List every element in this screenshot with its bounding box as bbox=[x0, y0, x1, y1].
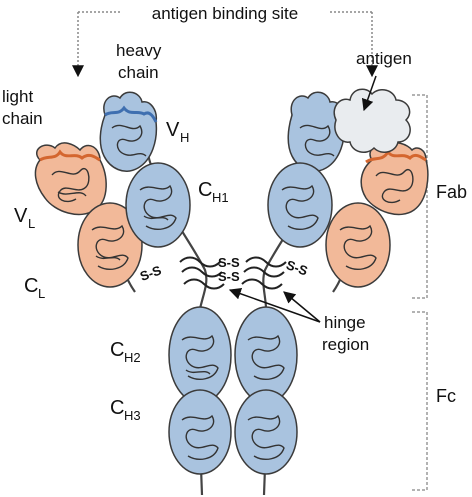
disulfide-top: S-S bbox=[218, 255, 240, 270]
ch1-label: C H1 bbox=[198, 179, 229, 205]
right-vh-domain bbox=[287, 91, 346, 172]
ch3-label-sub: H3 bbox=[124, 408, 141, 423]
ch3-label-main: C bbox=[110, 397, 124, 419]
antigen-label: antigen bbox=[356, 49, 412, 68]
antigen-binding-site-label: antigen binding site bbox=[152, 4, 299, 23]
disulfide-right-light: S-S bbox=[284, 257, 310, 279]
hinge-label-line2: region bbox=[322, 335, 369, 354]
ch1-label-sub: H1 bbox=[212, 190, 229, 205]
left-vl-domain bbox=[34, 142, 107, 216]
right-vl-domain bbox=[360, 142, 429, 216]
ch2-label-main: C bbox=[110, 339, 124, 361]
right-ch3-domain bbox=[234, 389, 298, 475]
right-cl-domain bbox=[325, 202, 391, 288]
fc-label: Fc bbox=[436, 386, 456, 406]
hinge-label-line1: hinge bbox=[324, 313, 366, 332]
hinge-arrow-right bbox=[283, 291, 321, 323]
cl-label-sub: L bbox=[38, 286, 45, 301]
light-chain-label-line2: chain bbox=[2, 109, 43, 128]
cl-label: C L bbox=[24, 275, 45, 301]
vl-label-sub: L bbox=[28, 216, 35, 231]
cl-label-main: C bbox=[24, 275, 38, 297]
left-cl-domain bbox=[77, 202, 143, 288]
heavy-chain-label-line1: heavy bbox=[116, 41, 162, 60]
antigen-arrow bbox=[361, 75, 377, 112]
right-ch1-domain bbox=[267, 162, 333, 248]
antigen-shape bbox=[333, 88, 411, 153]
vl-label: V L bbox=[14, 205, 35, 231]
disulfide-bottom: S-S bbox=[218, 269, 240, 284]
ch2-label-sub: H2 bbox=[124, 350, 141, 365]
disulfide-left-light: S-S bbox=[138, 262, 164, 284]
fc-bracket bbox=[412, 311, 428, 491]
vh-label-sub: H bbox=[180, 130, 189, 145]
fab-label: Fab bbox=[436, 182, 467, 202]
hinge-arrow-left bbox=[228, 287, 321, 323]
left-ch3-domain bbox=[168, 389, 232, 475]
ch2-label: C H2 bbox=[110, 339, 141, 365]
left-vh-domain bbox=[99, 91, 158, 172]
heavy-chain-label-line2: chain bbox=[118, 63, 159, 82]
fab-bracket bbox=[412, 94, 428, 299]
light-chain-label-line1: light bbox=[2, 87, 33, 106]
vh-label-main: V bbox=[166, 119, 180, 141]
right-ch2-domain bbox=[234, 306, 298, 404]
left-ch1-domain bbox=[125, 162, 191, 248]
ch1-label-main: C bbox=[198, 179, 212, 201]
vh-label: V H bbox=[166, 119, 189, 145]
hinge-squiggles bbox=[179, 256, 287, 290]
ch3-label: C H3 bbox=[110, 397, 141, 423]
antigen-binding-site-guide bbox=[72, 11, 378, 78]
left-ch2-domain bbox=[168, 306, 232, 404]
vl-label-main: V bbox=[14, 205, 28, 227]
